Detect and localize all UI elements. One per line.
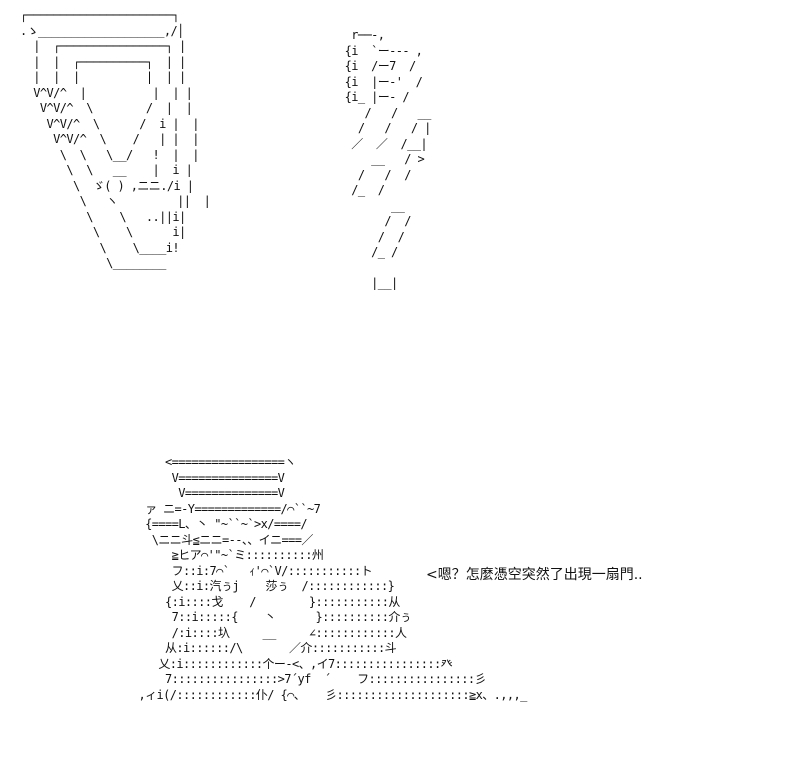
ascii-art-sign-top-left: ┌──────────────────────┐ .ゝ_____________… <box>20 8 211 270</box>
ascii-art-character: <=================ヽ V===============V V=… <box>138 455 527 702</box>
dialogue-text: <嗯？怎麼憑空突然了出現一扇門.. <box>426 567 643 583</box>
ascii-art-falling-objects: r──-, {i `ー--- , {i /ー7 / {i |ー-' / {i_ … <box>344 28 432 290</box>
